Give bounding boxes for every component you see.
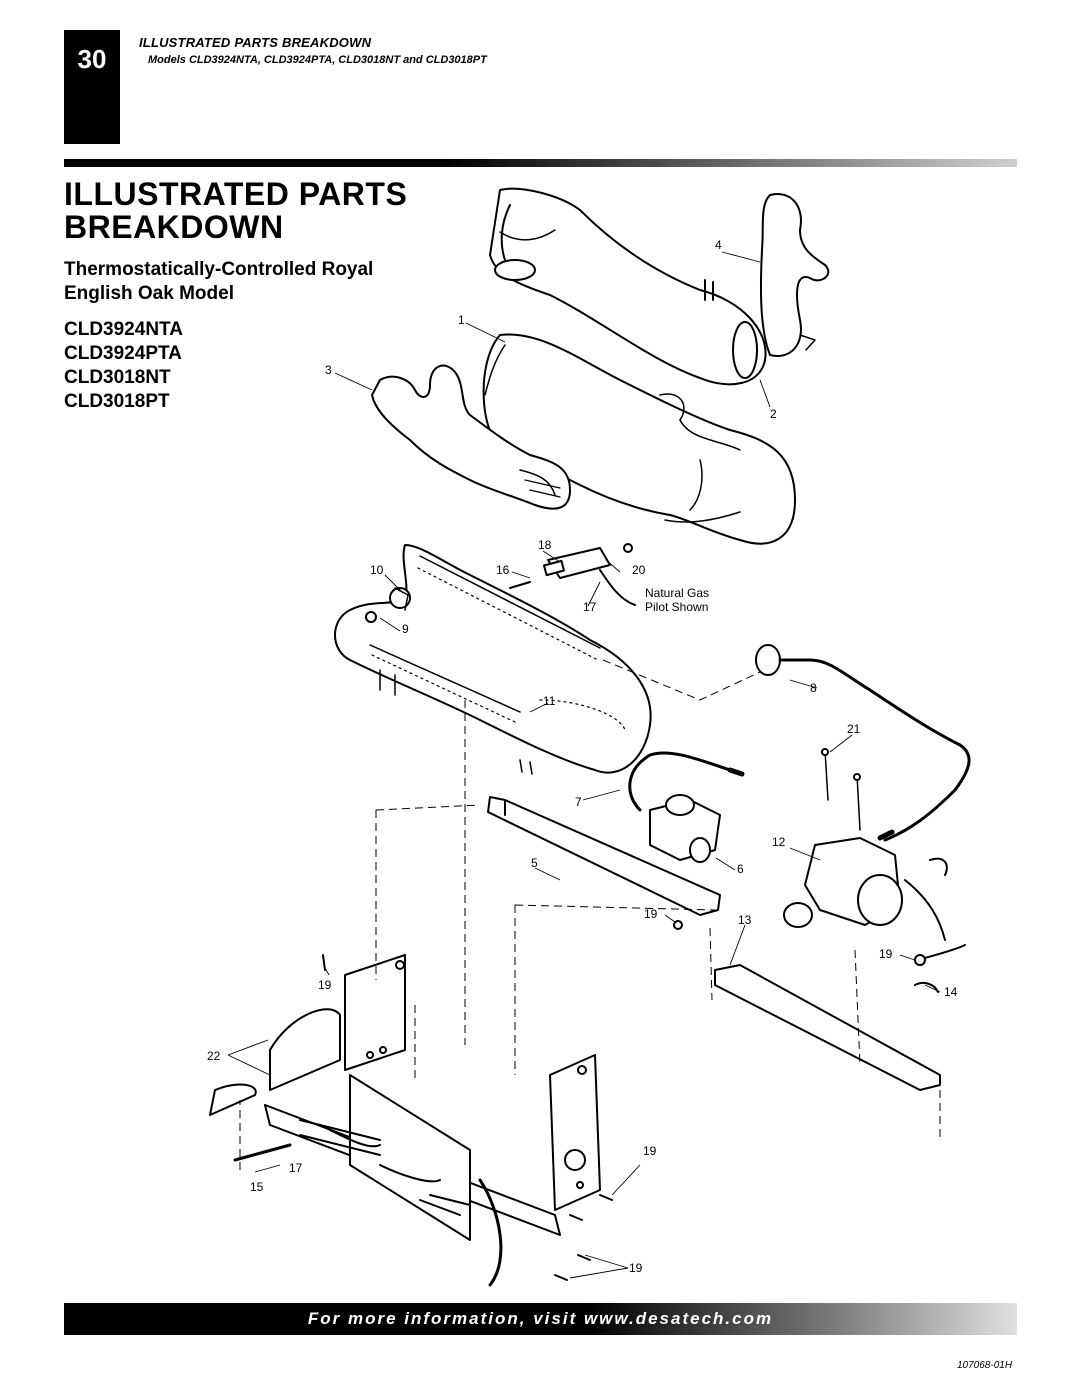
callout-19-bottom: 19 <box>629 1261 643 1275</box>
header-subtitle: Models CLD3924NTA, CLD3924PTA, CLD3018NT… <box>148 54 487 66</box>
page-number: 30 <box>64 30 120 144</box>
callout-14: 14 <box>944 985 958 999</box>
callout-2: 2 <box>770 407 777 421</box>
callout-6: 6 <box>737 862 744 876</box>
model-item: CLD3924NTA <box>64 319 183 340</box>
callout-18: 18 <box>538 538 552 552</box>
pilot-assembly <box>365 543 636 623</box>
log-part-1 <box>482 333 796 545</box>
callout-8: 8 <box>810 681 817 695</box>
valve-part-12 <box>783 837 948 941</box>
callout-3: 3 <box>325 363 332 377</box>
callout-16: 16 <box>496 563 510 577</box>
screws-part-21 <box>821 748 861 831</box>
callout-1: 1 <box>458 313 465 327</box>
model-title: Thermostatically-Controlled Royal Englis… <box>64 259 374 304</box>
callout-20: 20 <box>632 563 646 577</box>
footer-link[interactable]: For more information, visit www.desatech… <box>307 1309 774 1328</box>
log-part-4 <box>489 187 830 386</box>
callout-19-valve: 19 <box>879 947 893 961</box>
callout-15: 15 <box>250 1180 264 1194</box>
callout-19-grate: 19 <box>318 978 332 992</box>
callout-19-right: 19 <box>643 1144 657 1158</box>
model-list: CLD3924NTA CLD3924PTA CLD3018NT CLD3018P… <box>64 318 183 414</box>
header-rule <box>64 159 1017 167</box>
callout-22: 22 <box>207 1049 221 1063</box>
callout-17-grate: 17 <box>289 1161 303 1175</box>
footer-bar: For more information, visit www.desatech… <box>64 1303 1017 1335</box>
gas-tube-part-8 <box>755 644 971 842</box>
tube-part-7 <box>628 751 745 812</box>
callout-10: 10 <box>370 563 384 577</box>
callout-17-pilot: 17 <box>583 600 597 614</box>
burner-part-11 <box>334 544 652 775</box>
callout-13: 13 <box>738 913 752 927</box>
note-pilot-shown: Pilot Shown <box>645 600 708 614</box>
model-item: CLD3924PTA <box>64 343 182 364</box>
grate-assembly <box>209 954 601 1287</box>
callout-4: 4 <box>715 238 722 252</box>
callout-5: 5 <box>531 856 538 870</box>
callout-19-bracket: 19 <box>644 907 658 921</box>
regulator-part-6 <box>649 794 721 863</box>
document-code: 107068-01H <box>957 1360 1013 1371</box>
callout-11: 11 <box>543 694 556 708</box>
callout-12: 12 <box>772 835 786 849</box>
screws-part-19 <box>322 954 613 1281</box>
header-title: ILLUSTRATED PARTS BREAKDOWN <box>139 35 372 50</box>
bracket-part-13 <box>714 944 966 1091</box>
model-item: CLD3018NT <box>64 367 171 388</box>
log-part-3 <box>371 364 571 510</box>
model-item: CLD3018PT <box>64 391 170 412</box>
callout-7: 7 <box>575 795 582 809</box>
callout-9: 9 <box>402 622 409 636</box>
page-title: ILLUSTRATED PARTS BREAKDOWN <box>64 176 408 245</box>
bracket-part-5 <box>487 796 721 930</box>
note-natural-gas: Natural Gas <box>645 586 709 600</box>
callout-21: 21 <box>847 722 861 736</box>
